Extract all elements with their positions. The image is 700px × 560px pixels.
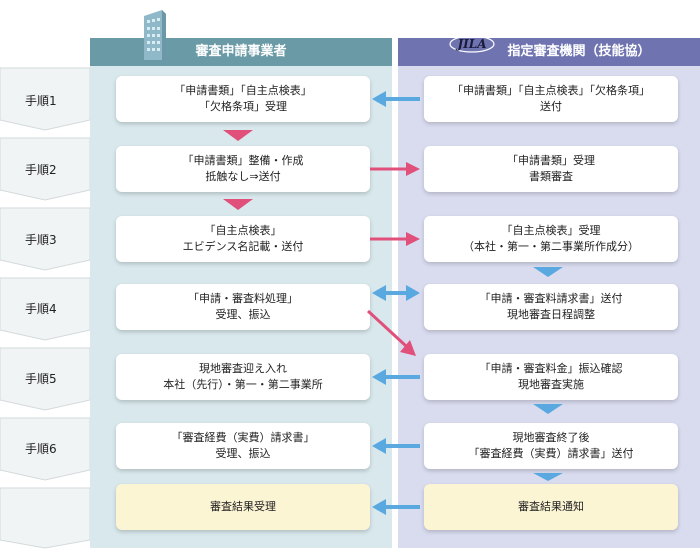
box-line: 本社（先行）・第一・第二事業所 [163, 378, 323, 391]
box-line: 「申請・審査料処理」 [188, 292, 298, 305]
box-line: 「欠格条項」受理 [199, 100, 287, 113]
box-line: 現地審査終了後 [512, 431, 590, 444]
right-box-4: 「申請・審査料請求書」送付 現地審査日程調整 [424, 284, 678, 330]
box-line: 「審査経費（実費）請求書」送付 [468, 447, 634, 460]
logo-text: JILA [455, 37, 486, 51]
box-line: 受理、振込 [215, 447, 271, 460]
step-chevron-6 [0, 417, 91, 481]
arrow-step3-to-agency [370, 232, 420, 246]
left-box-7: 審査結果受理 [116, 484, 370, 530]
arrow-step2-to-agency [370, 162, 420, 176]
box-line: 現地審査実施 [518, 378, 584, 391]
box-line: 現地審査日程調整 [507, 308, 595, 321]
box-line: 「申請・審査料金」振込確認 [479, 362, 623, 375]
arrow-step6-to-applicant [372, 438, 420, 454]
right-box-2: 「申請書類」受理 書類審査 [424, 146, 678, 192]
step-chevron-4 [0, 277, 91, 341]
step-label: 手順1 [25, 94, 57, 108]
box-line: 書類審査 [529, 170, 573, 183]
step-label: 手順3 [25, 233, 57, 247]
agency-header: 指定審査機関（技能協） [398, 38, 700, 66]
box-line: 現地審査迎え入れ [199, 362, 287, 375]
step-chevron-5 [0, 347, 91, 411]
right-box-3: 「自主点検表」受理 （本社・第一・第二事業所作成分） [424, 216, 678, 262]
right-box-6: 現地審査終了後 「審査経費（実費）請求書」送付 [424, 423, 678, 469]
box-line: 「申請書類」「自主点検表」「欠格条項」 [452, 84, 650, 97]
step-chevron-1 [0, 67, 91, 131]
down-arrow-right-2 [533, 404, 563, 414]
box-line: 「自主点検表」 [204, 224, 282, 237]
agency-header-label: 指定審査機関（技能協） [507, 44, 651, 59]
box-line: 「申請・審査料請求書」送付 [479, 292, 623, 305]
box-line: 「審査経費（実費）請求書」 [171, 431, 315, 444]
left-box-2: 「申請書類」整備・作成 抵触なし⇒送付 [116, 146, 370, 192]
step-chevron-2 [0, 137, 91, 201]
box-line: 受理、振込 [215, 308, 271, 321]
box-line: 「申請書類」「自主点検表」 [174, 84, 312, 97]
arrow-step1-to-applicant [372, 91, 420, 107]
down-arrow-right-3 [533, 473, 563, 481]
building-icon [144, 10, 166, 60]
left-box-3: 「自主点検表」 エビデンス名記載・送付 [116, 216, 370, 262]
left-box-1: 「申請書類」「自主点検表」 「欠格条項」受理 [116, 76, 370, 122]
step-label: 手順6 [25, 442, 57, 456]
step-label: 手順5 [25, 372, 57, 386]
down-arrow-left-2 [223, 199, 253, 210]
box-line: 抵触なし⇒送付 [205, 170, 281, 183]
box-line: 「申請書類」整備・作成 [182, 154, 304, 167]
applicant-header: 審査申請事業者 [90, 38, 392, 66]
jila-logo: JILA [449, 35, 495, 53]
arrow-result-to-applicant [372, 499, 420, 515]
box-line: 「自主点検表」受理 [501, 224, 601, 237]
step-label: 手順2 [25, 163, 57, 177]
step-chevron-7 [0, 487, 91, 549]
box-line: 「申請書類」受理 [507, 154, 595, 167]
step-chevron-3 [0, 207, 91, 271]
box-line: 審査結果通知 [518, 500, 584, 513]
down-arrow-left-1 [223, 130, 253, 141]
box-line: 審査結果受理 [210, 500, 276, 513]
box-line: 送付 [540, 100, 562, 113]
left-box-5: 現地審査迎え入れ 本社（先行）・第一・第二事業所 [116, 354, 370, 400]
right-box-1: 「申請書類」「自主点検表」「欠格条項」 送付 [424, 76, 678, 122]
box-line: （本社・第一・第二事業所作成分） [463, 240, 639, 253]
arrow-step5-to-applicant [372, 369, 420, 385]
right-box-7: 審査結果通知 [424, 484, 678, 530]
box-line: エビデンス名記載・送付 [182, 240, 304, 253]
left-box-6: 「審査経費（実費）請求書」 受理、振込 [116, 423, 370, 469]
left-box-4: 「申請・審査料処理」 受理、振込 [116, 284, 370, 330]
down-arrow-right-1 [533, 267, 563, 277]
step-label: 手順4 [25, 302, 57, 316]
arrow-step4-bidirectional [372, 285, 420, 301]
arrow-payment-to-agency [366, 309, 416, 356]
right-box-5: 「申請・審査料金」振込確認 現地審査実施 [424, 354, 678, 400]
